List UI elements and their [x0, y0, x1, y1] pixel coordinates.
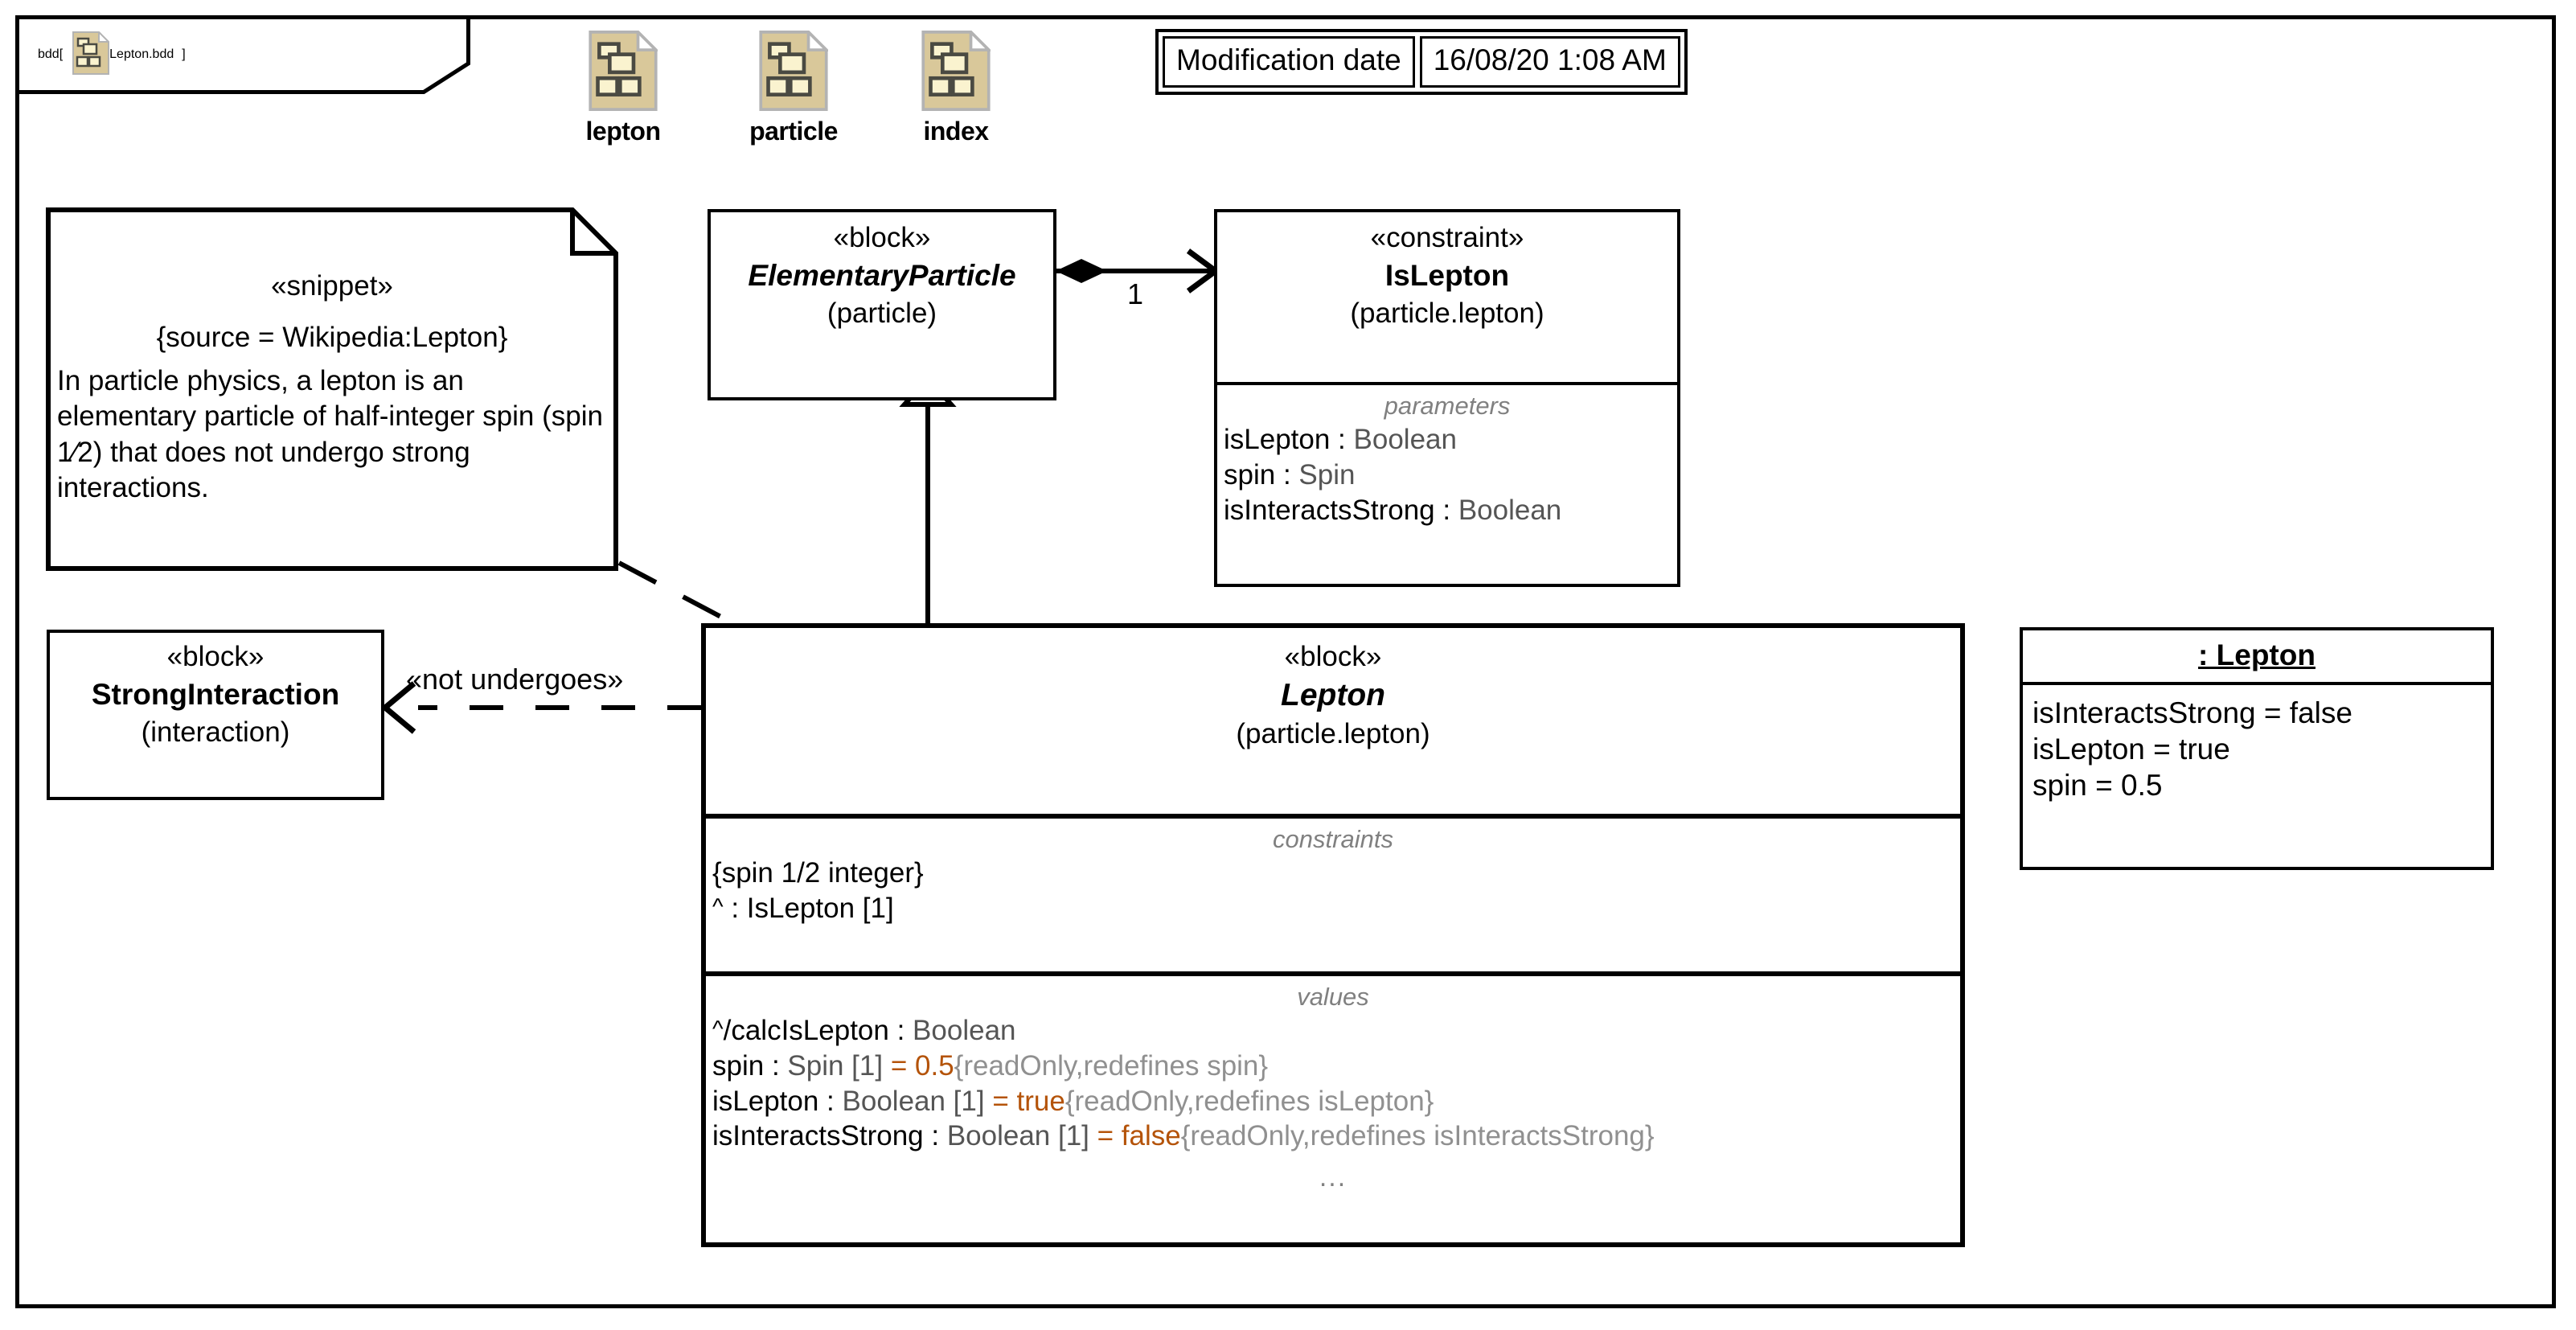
- instance-slots-compartment: isInteractsStrong = false isLepton = tru…: [2023, 682, 2491, 803]
- parameter-sep: :: [1275, 458, 1299, 491]
- palette-item-index[interactable]: index: [896, 28, 1016, 146]
- constraints-title: constraints: [1273, 825, 1393, 853]
- block-qualified-name: (interaction): [141, 716, 290, 748]
- bdd-file-icon: [921, 28, 993, 115]
- constraint-text: {spin 1/2 integer}: [712, 857, 924, 889]
- snippet-source: {source = Wikipedia:Lepton}: [156, 322, 508, 353]
- parameter-name: isInteractsStrong: [1224, 494, 1435, 526]
- modification-date-table: Modification date 16/08/20 1:08 AM: [1155, 29, 1688, 95]
- value-name: isLepton: [712, 1085, 819, 1117]
- snippet-stereotype: «snippet»: [271, 270, 393, 302]
- parameter-name: isLepton: [1224, 424, 1331, 455]
- block-stereotype: «block»: [166, 641, 265, 672]
- value-row: isLepton : Boolean [1] = true{readOnly,r…: [706, 1084, 1960, 1119]
- snippet-text: In particle physics, a lepton is an elem…: [57, 365, 603, 504]
- value-eq: =: [1089, 1120, 1122, 1152]
- modification-date-value: 16/08/20 1:08 AM: [1419, 36, 1680, 88]
- values-compartment: values ^/calcIsLepton : Boolean spin : S…: [706, 971, 1960, 1193]
- constraint-qualified-name: (particle.lepton): [1350, 297, 1544, 329]
- bdd-file-icon: [589, 28, 660, 115]
- snippet-note[interactable]: «snippet» {source = Wikipedia:Lepton} In…: [46, 207, 618, 571]
- values-more-indicator: ...: [1319, 1162, 1347, 1192]
- note-shape: [46, 207, 618, 571]
- value-props: {readOnly,redefines isLepton}: [1064, 1085, 1434, 1117]
- block-lepton[interactable]: «block» Lepton (particle.lepton) constra…: [701, 623, 1965, 1247]
- value-props: {readOnly,redefines isInteractsStrong}: [1180, 1120, 1655, 1152]
- value-row: spin : Spin [1] = 0.5{readOnly,redefines…: [706, 1049, 1960, 1084]
- instance-slot: isInteractsStrong = false: [2032, 696, 2352, 729]
- block-name: Lepton: [1281, 677, 1385, 712]
- block-stereotype: «block»: [833, 222, 931, 253]
- values-title: values: [1297, 983, 1369, 1011]
- value-literal: 0.5: [915, 1049, 954, 1082]
- block-stereotype: «block»: [1284, 641, 1382, 672]
- instance-slot: isLepton = true: [2032, 733, 2230, 766]
- parameter-type: Boolean: [1353, 424, 1457, 455]
- value-name: /calcIsLepton: [723, 1015, 889, 1046]
- value-sep: :: [764, 1049, 788, 1082]
- constraint-name: IsLepton: [1384, 258, 1510, 292]
- parameters-compartment: parameters isLepton : Boolean spin : Spi…: [1217, 382, 1677, 527]
- parameter-row: spin : Spin: [1217, 458, 1677, 493]
- modification-date-label: Modification date: [1163, 36, 1415, 88]
- value-type: Spin [1]: [787, 1049, 884, 1082]
- instance-slot: spin = 0.5: [2032, 769, 2163, 803]
- not-undergoes-label: «not undergoes»: [406, 663, 624, 696]
- value-sep: :: [818, 1085, 843, 1117]
- value-literal: false: [1121, 1120, 1181, 1152]
- instance-name: : Lepton: [2198, 638, 2316, 671]
- block-name: ElementaryParticle: [748, 258, 1016, 292]
- constraints-compartment: constraints {spin 1/2 integer} ^ : IsLep…: [706, 814, 1960, 971]
- value-type: Boolean: [913, 1015, 1016, 1046]
- value-eq: =: [984, 1085, 1017, 1117]
- parameter-row: isLepton : Boolean: [1217, 422, 1677, 458]
- value-name: spin: [712, 1049, 765, 1082]
- value-row: ^/calcIsLepton : Boolean: [706, 1013, 1960, 1049]
- parameters-title: parameters: [1384, 392, 1511, 420]
- value-name: isInteractsStrong: [712, 1120, 924, 1152]
- inherited-caret-icon: ^: [712, 893, 724, 920]
- block-qualified-name: (particle.lepton): [1236, 718, 1430, 750]
- palette-label: lepton: [585, 117, 661, 146]
- block-name: StrongInteraction: [91, 677, 340, 711]
- value-literal: true: [1016, 1085, 1065, 1117]
- tab-kind-label: bdd: [38, 47, 59, 61]
- value-type: Boolean [1]: [946, 1120, 1089, 1152]
- block-elementary-particle[interactable]: «block» ElementaryParticle (particle): [708, 209, 1056, 400]
- constraint-row: ^ : IsLepton [1]: [706, 891, 1960, 926]
- parameter-sep: :: [1434, 494, 1458, 526]
- constraint-is-lepton[interactable]: «constraint» IsLepton (particle.lepton) …: [1214, 209, 1680, 587]
- constraint-stereotype: «constraint»: [1370, 222, 1524, 253]
- diagram-name-label: Lepton.bdd: [109, 47, 174, 61]
- composition-multiplicity-label: 1: [1127, 277, 1144, 310]
- inherited-caret-icon: ^: [712, 1016, 724, 1042]
- palette-label: index: [923, 117, 989, 146]
- value-sep: :: [888, 1015, 913, 1046]
- palette-label: particle: [749, 117, 838, 146]
- parameter-row: isInteractsStrong : Boolean: [1217, 493, 1677, 528]
- block-qualified-name: (particle): [827, 297, 937, 329]
- tab-bracket-close: ]: [182, 47, 186, 61]
- constraint-text: : IsLepton [1]: [723, 892, 894, 924]
- parameter-name: spin: [1224, 458, 1276, 491]
- block-strong-interaction[interactable]: «block» StrongInteraction (interaction): [47, 630, 384, 800]
- value-props: {readOnly,redefines spin}: [954, 1049, 1269, 1082]
- constraint-row: {spin 1/2 integer}: [706, 856, 1960, 891]
- palette-item-lepton[interactable]: lepton: [563, 28, 683, 146]
- parameter-type: Boolean: [1458, 494, 1562, 526]
- value-type: Boolean [1]: [842, 1085, 985, 1117]
- parameter-type: Spin: [1298, 458, 1356, 491]
- value-sep: :: [923, 1120, 947, 1152]
- parameter-sep: :: [1330, 424, 1354, 455]
- value-row: isInteractsStrong : Boolean [1] = false{…: [706, 1119, 1960, 1154]
- instance-lepton[interactable]: : Lepton isInteractsStrong = false isLep…: [2020, 627, 2494, 870]
- bdd-file-icon: [72, 30, 111, 79]
- value-eq: =: [883, 1049, 915, 1082]
- tab-bracket-open: [: [59, 47, 64, 61]
- palette-item-particle[interactable]: particle: [733, 28, 854, 146]
- bdd-file-icon: [759, 28, 831, 115]
